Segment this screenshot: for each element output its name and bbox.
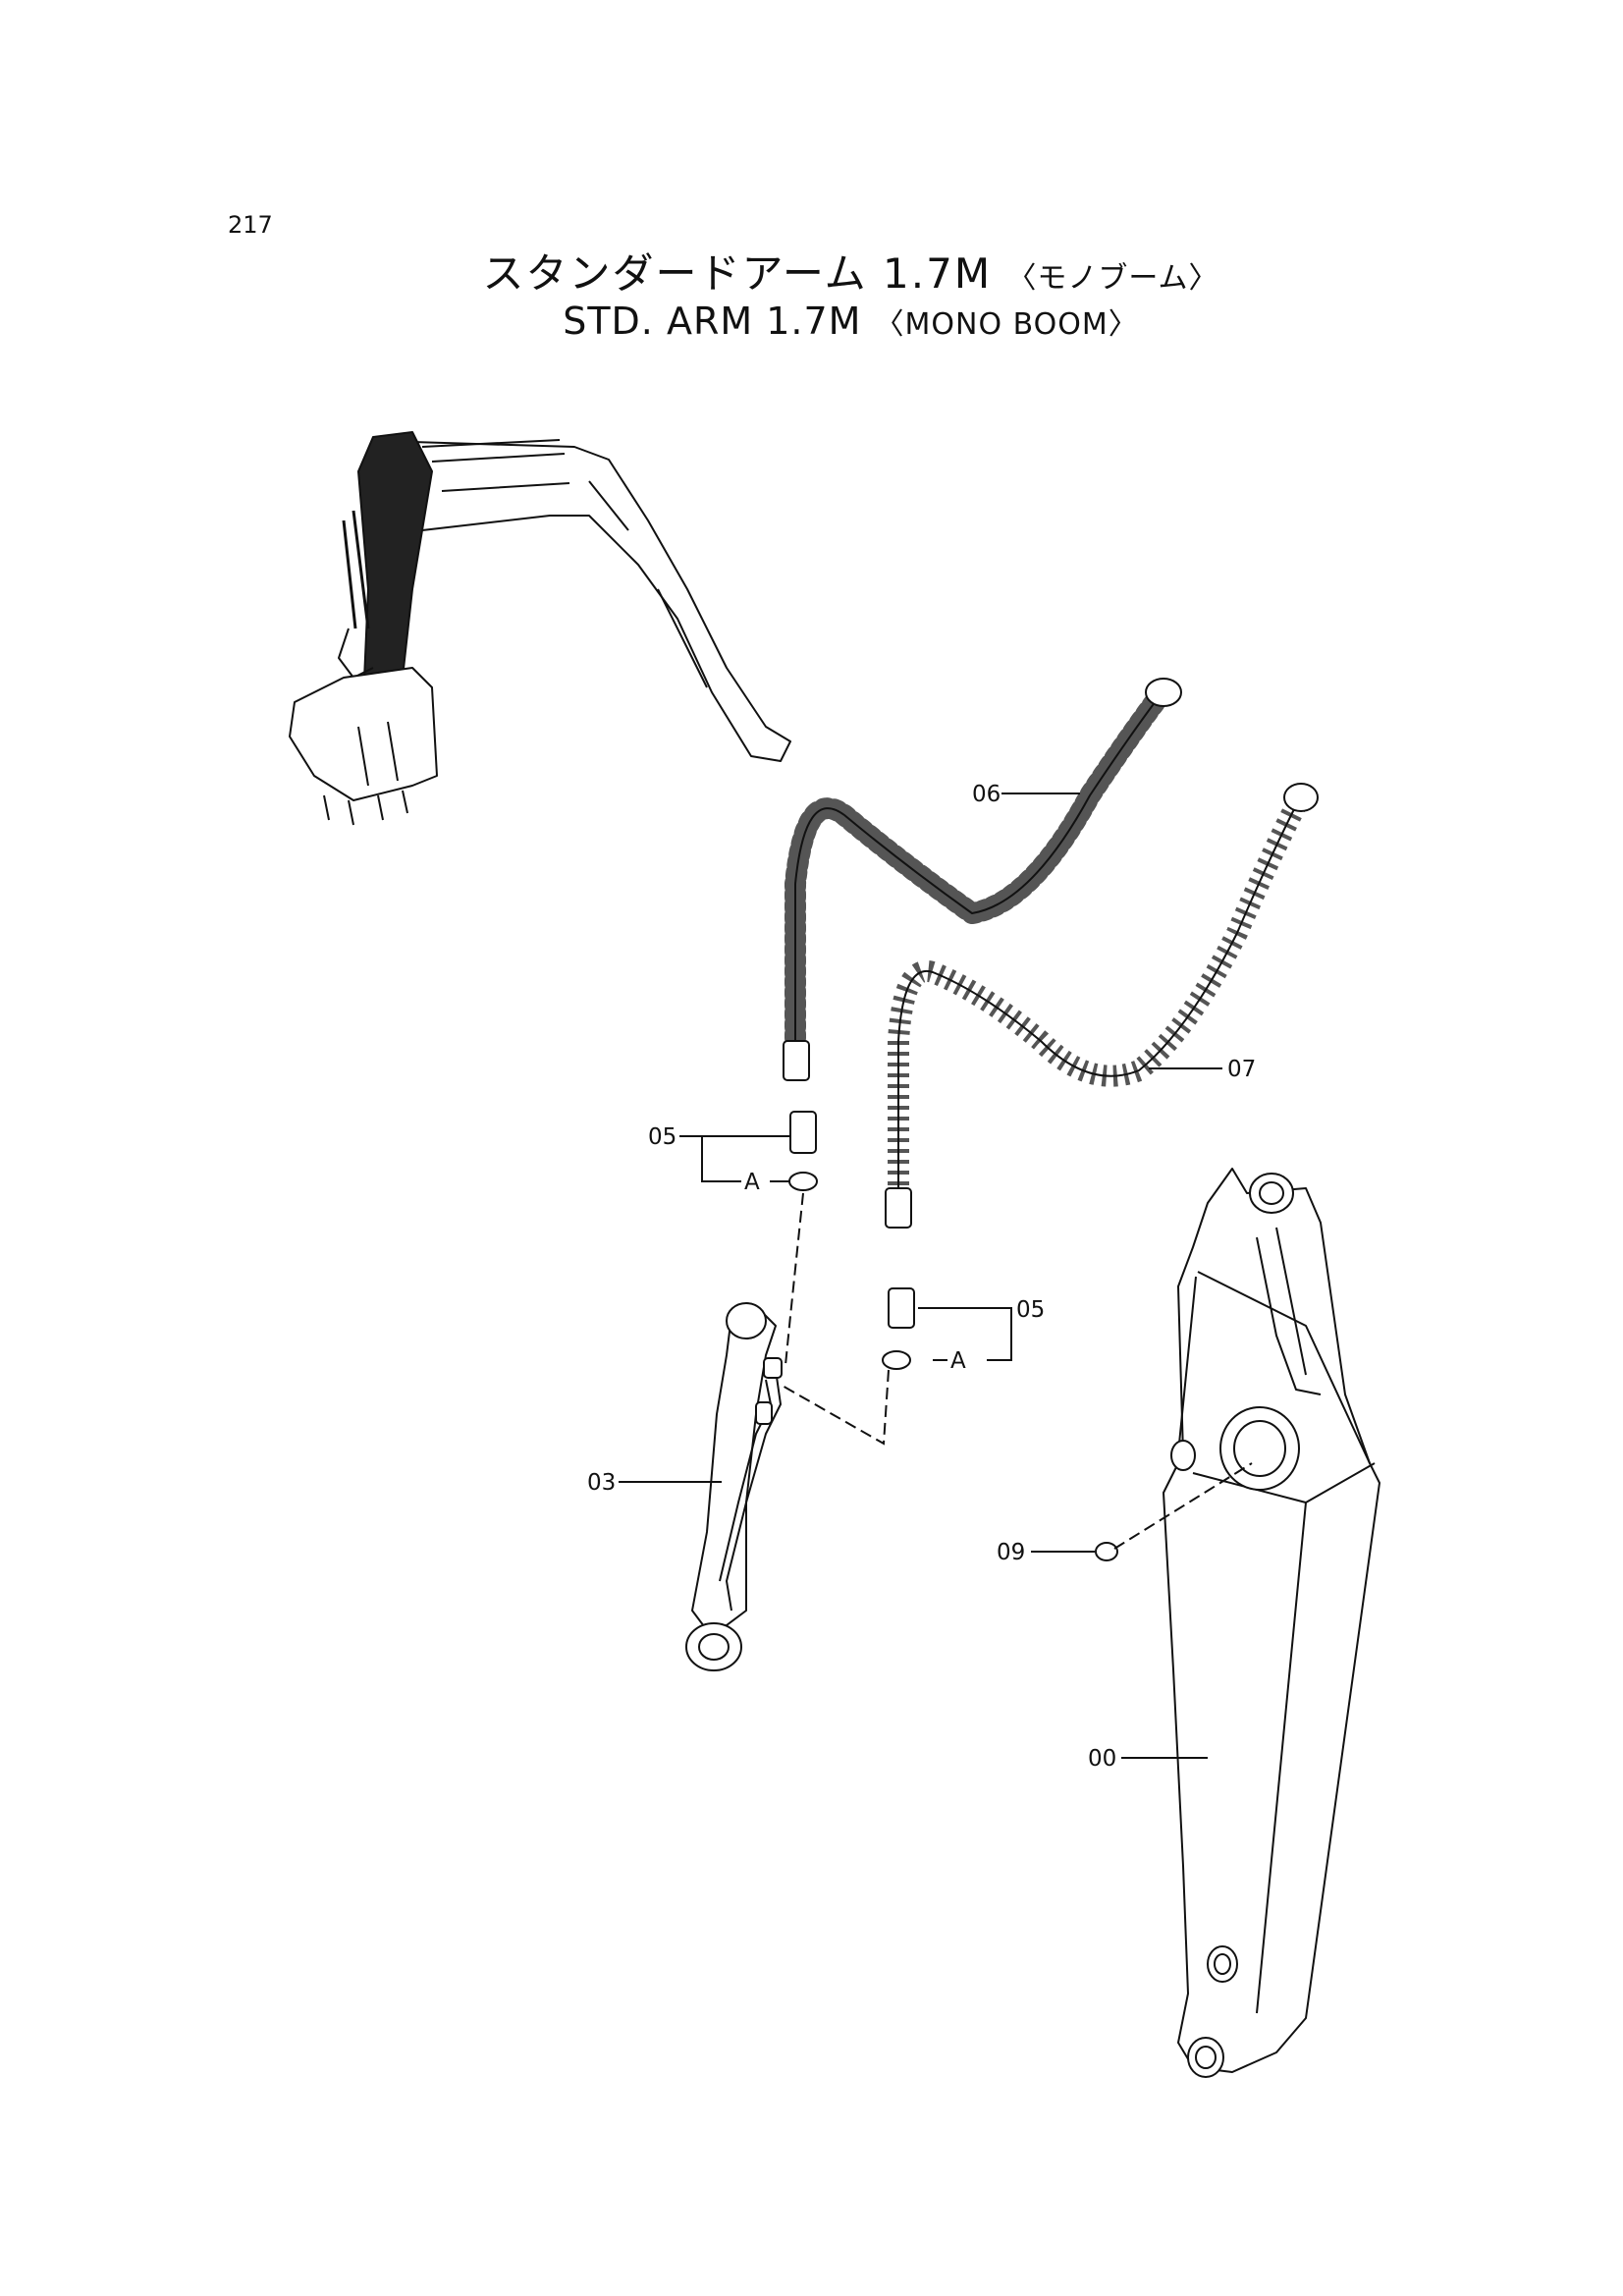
leader-05-right [918, 1307, 1012, 1361]
arm-shaded [357, 431, 433, 708]
oring-left [788, 1172, 818, 1191]
title-english-main: STD. ARM 1.7M [563, 300, 862, 343]
hose-07-top-fitting [1283, 783, 1319, 812]
cylinder-port-top [763, 1357, 783, 1379]
adapter-right [888, 1287, 915, 1329]
cylinder-part [685, 1302, 783, 1671]
arm-part [1163, 1168, 1380, 2078]
callout-00: 00 [1088, 1746, 1116, 1772]
adapter-left [789, 1111, 817, 1154]
bucket [289, 667, 438, 801]
assembly-line-left [784, 1192, 804, 1366]
arm-side-hole [1170, 1440, 1196, 1471]
arm-body [1163, 1168, 1380, 2073]
oring-right [882, 1350, 911, 1370]
arm-ridge [1177, 1271, 1376, 2014]
hose-07-bottom-fitting [885, 1187, 912, 1229]
callout-a-left: A [744, 1170, 760, 1195]
bucket-teeth [323, 721, 408, 826]
assembly-line-grease [1113, 1462, 1253, 1550]
title-japanese-sub: 〈モノブーム〉 [1006, 261, 1219, 296]
hose-07 [888, 800, 1306, 1218]
cylinder-body [691, 1305, 777, 1631]
bucket-link [338, 628, 374, 679]
callout-a-right: A [950, 1348, 966, 1374]
cylinder-pipe [719, 1369, 782, 1612]
grease-nipple [1095, 1542, 1118, 1561]
boom-cylinder [421, 439, 566, 463]
fittings [788, 1111, 1118, 1561]
leader-05-left [679, 1135, 790, 1182]
hose-07-ends [885, 783, 1319, 1229]
arm-top-pin-inner [1259, 1181, 1284, 1205]
arm-pivot-boss-inner [1233, 1420, 1286, 1477]
callout-06: 06 [972, 782, 1001, 807]
arm-bottom-pin-1-inner [1214, 1953, 1231, 1975]
page-number: 217 [228, 211, 273, 239]
arm-web [1256, 1227, 1322, 1395]
title-english: STD. ARM 1.7M 〈MONO BOOM〉 [0, 300, 1623, 343]
leader-lines [619, 793, 1222, 1759]
title-japanese: スタンダードアーム 1.7M 〈モノブーム〉 [0, 241, 1623, 301]
callout-09: 09 [997, 1540, 1025, 1565]
hose-06-ends [783, 678, 1182, 1081]
hose-06-path [784, 686, 1169, 1081]
hose-06-top-fitting [1145, 678, 1182, 707]
callout-03: 03 [587, 1470, 616, 1496]
callout-07: 07 [1227, 1057, 1256, 1082]
title-japanese-main: スタンダードアーム 1.7M [482, 249, 993, 298]
arm-cylinder [342, 510, 370, 629]
arm-bottom-pin-2-inner [1195, 2046, 1217, 2069]
cylinder-rod-eye-inner [698, 1633, 730, 1661]
assembly-lines [780, 1192, 1253, 1550]
boom-detail [441, 480, 708, 688]
hose-06-bottom-fitting [783, 1040, 810, 1081]
boom-outline [411, 441, 791, 762]
callout-05-right: 05 [1016, 1297, 1045, 1323]
cylinder-port-mid [755, 1401, 773, 1425]
front-attachment-illustration [289, 431, 791, 826]
hose-07-path [888, 800, 1306, 1218]
callout-05-left: 05 [648, 1124, 676, 1150]
hose-06 [784, 686, 1169, 1081]
assembly-line-right [780, 1369, 890, 1446]
title-english-sub: 〈MONO BOOM〉 [874, 307, 1139, 342]
cylinder-head-eye [726, 1302, 767, 1339]
